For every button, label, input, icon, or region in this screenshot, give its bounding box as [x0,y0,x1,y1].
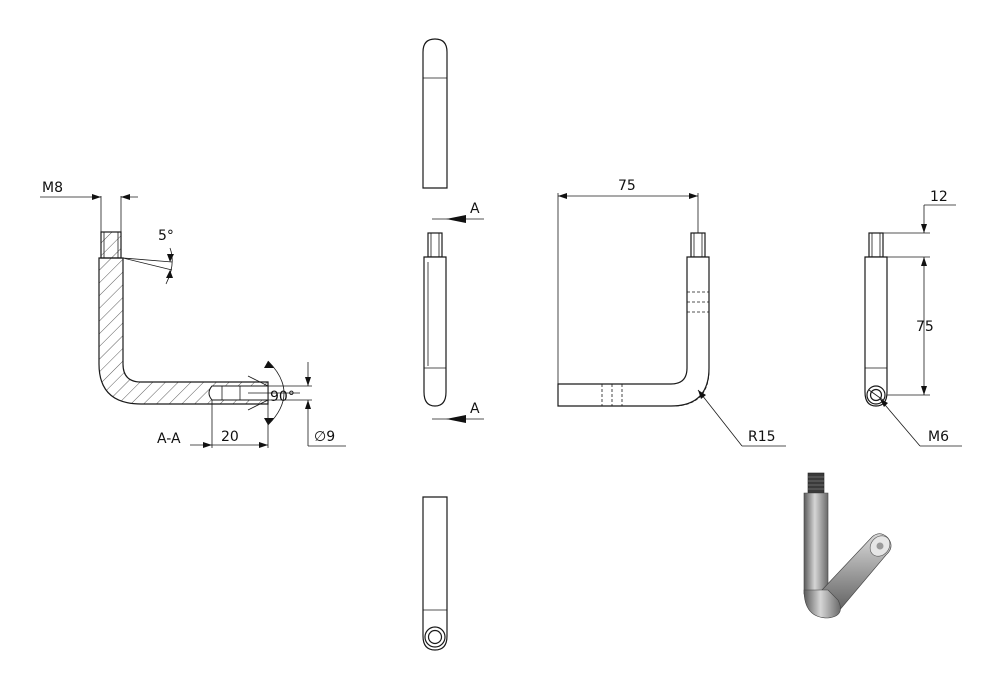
height-label: 75 [916,319,934,335]
thread-stub [100,231,122,259]
chamfer-angle-label: 90° [270,389,295,405]
section-view-a-a: M8 5° 90° 20 A-A ∅9 [40,180,346,448]
isometric-view [803,472,892,619]
taper-angle-label: 5° [158,228,174,244]
section-body [98,257,269,405]
bottom-view [422,496,448,651]
drilled-hole [208,385,269,401]
thread-length-label: 12 [930,189,948,205]
section-mark-top: A [470,201,480,217]
m8-label: M8 [42,180,63,196]
thread-right-label: M6 [928,429,949,445]
hole-depth-label: 20 [221,429,239,445]
hole-diameter-label: ∅9 [314,429,335,445]
width-label: 75 [618,178,636,194]
section-name-label: A-A [157,431,181,447]
bend-radius-label: R15 [748,429,776,445]
top-view [422,38,448,189]
side-view: 75 R15 [557,178,786,447]
section-mark-bottom: A [470,401,480,417]
end-view: 12 75 M6 [864,189,962,447]
front-view: A A [423,201,484,423]
